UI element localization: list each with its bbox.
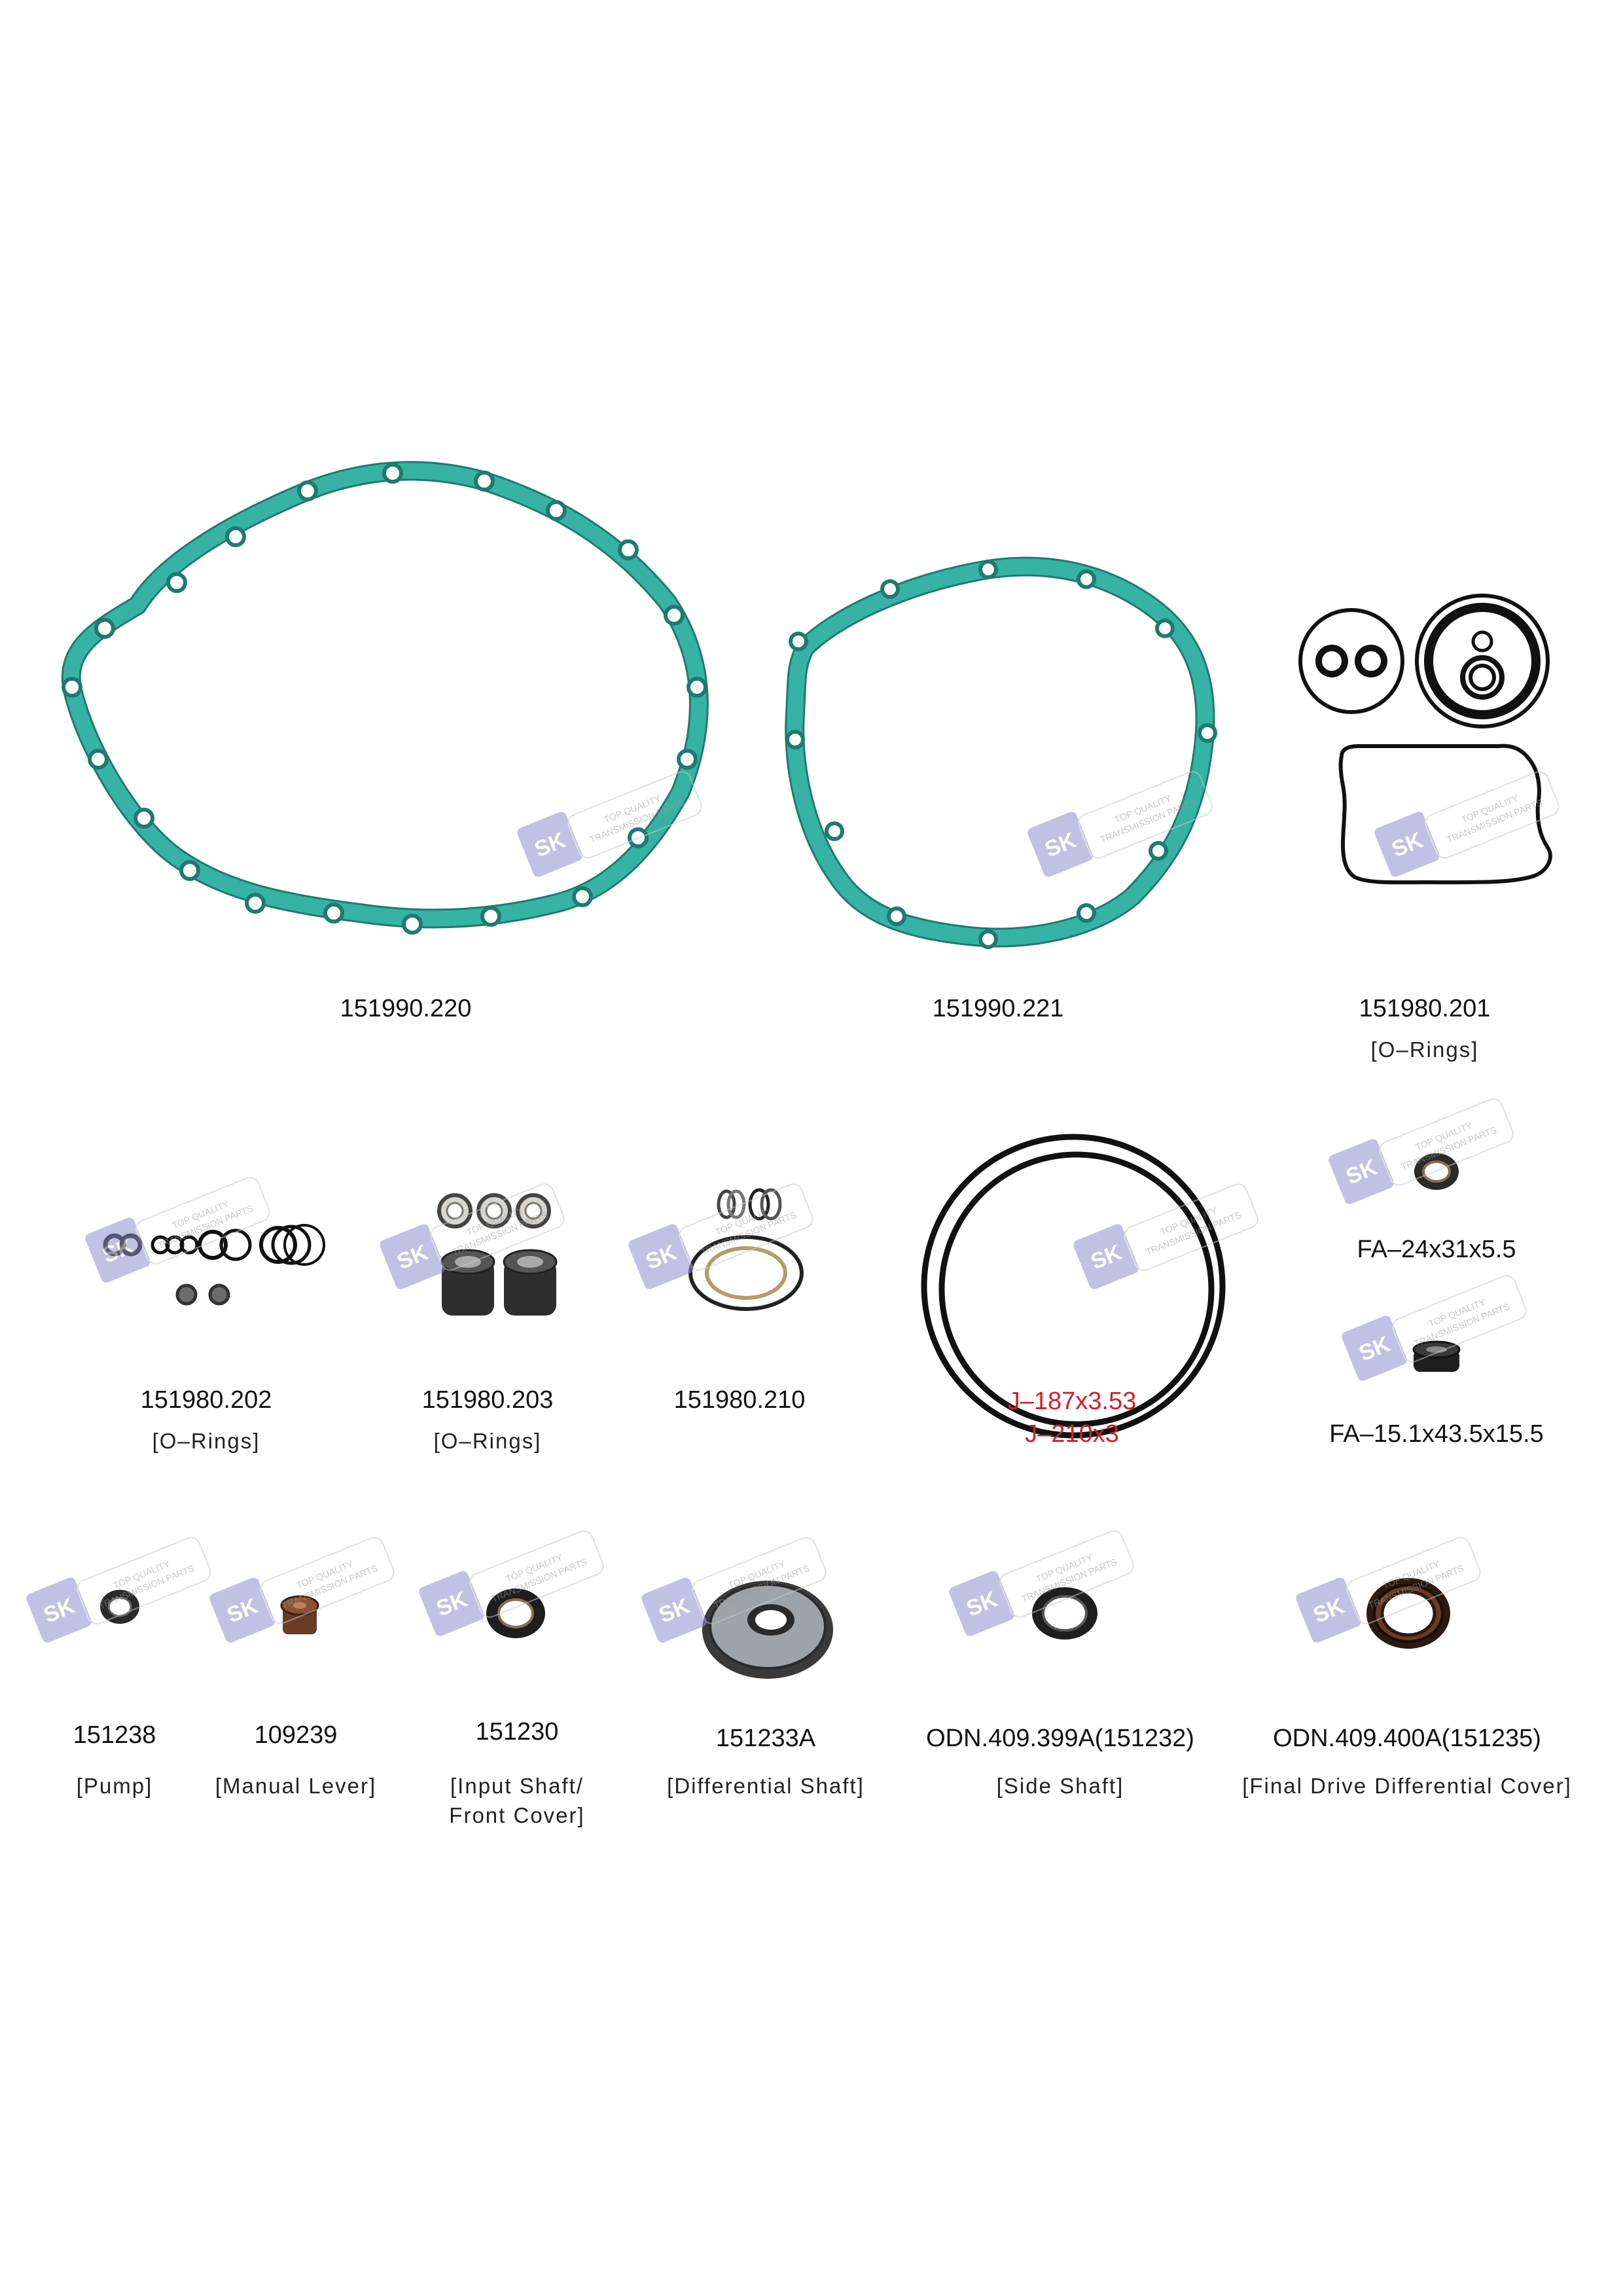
seal-151233a-image [702,1581,833,1679]
orings-151980-210-image [688,1188,804,1311]
gasket-151990-220-image [61,461,709,935]
sk-watermark: SK TOP QUALITY TRANSMISSION PARTS [380,1183,565,1289]
sk-watermark: SK TOP QUALITY TRANSMISSION PARTS [949,1530,1134,1636]
seal-109239-desc: [Manual Lever] [215,1774,377,1798]
orings-151980-203-desc: [O–Rings] [433,1429,542,1453]
sk-watermark: SK TOP QUALITY TRANSMISSION PARTS [1027,771,1213,877]
orings-151980-210-code: 151980.210 [673,1386,806,1414]
seal-fa-15x43-code: FA–15.1x43.5x15.5 [1329,1420,1544,1448]
big-oring-j210-label: J–210x3 [1025,1420,1119,1448]
sk-watermark: SK TOP QUALITY TRANSMISSION PARTS [1329,1098,1514,1204]
big-oring-j187-label: J–187x3.53 [1007,1388,1137,1415]
sk-watermark: SK TOP QUALITY TRANSMISSION PARTS [1296,1537,1481,1643]
seal-fa-24x31-code: FA–24x31x5.5 [1357,1236,1516,1263]
sk-watermark: SK TOP QUALITY TRANSMISSION PARTS [419,1530,604,1636]
big-orings-image [921,1134,1226,1439]
seal-109239-code: 109239 [254,1721,338,1749]
sk-watermark: SK TOP QUALITY TRANSMISSION PARTS [85,1177,270,1283]
gasket-151990-221-code: 151990.221 [932,995,1064,1022]
seal-151235-desc: [Final Drive Differential Cover] [1242,1774,1572,1798]
seal-151232-image [1032,1587,1097,1640]
seal-151238-image [100,1590,139,1624]
seal-fa-24x31-image [1414,1153,1459,1190]
sk-watermark: SK TOP QUALITY TRANSMISSION PARTS [641,1537,827,1643]
sk-watermark: SK TOP QUALITY TRANSMISSION PARTS [1342,1275,1527,1381]
orings-151980-203-image [437,1193,558,1316]
gasket-151990-221-image [785,556,1217,949]
seal-151232-desc: [Side Shaft] [996,1774,1124,1798]
seal-151230-desc: [Input Shaft/ [450,1774,584,1798]
orings-151980-201-code: 151980.201 [1359,995,1491,1022]
sk-watermark: SK TOP QUALITY TRANSMISSION PARTS [1374,771,1560,877]
sk-watermark: SK TOP QUALITY TRANSMISSION PARTS [517,771,702,877]
seal-151233a-desc: [Differential Shaft] [667,1774,865,1798]
sk-watermark: SK TOP QUALITY TRANSMISSION PARTS [26,1537,211,1643]
sk-watermark: SK TOP QUALITY TRANSMISSION PARTS [1073,1183,1258,1289]
seal-151233a-code: 151233A [715,1725,816,1752]
sk-watermark: SK TOP QUALITY TRANSMISSION PARTS [209,1537,395,1643]
orings-151980-203-code: 151980.203 [421,1386,554,1414]
sk-watermark: SK TOP QUALITY TRANSMISSION PARTS [628,1183,813,1289]
orings-151980-201-desc: [O–Rings] [1370,1037,1479,1062]
seal-151235-code: ODN.409.400A(151235) [1273,1725,1541,1752]
seal-151230-code: 151230 [475,1718,559,1746]
seal-151232-code: ODN.409.399A(151232) [926,1725,1194,1752]
seal-151238-code: 151238 [73,1721,156,1749]
orings-151980-201-image [1298,594,1552,885]
gasket-151990-220-code: 151990.220 [340,995,472,1022]
seal-151230-desc-2: Front Cover] [449,1803,585,1827]
orings-151980-202-code: 151980.202 [140,1386,272,1414]
seal-fa-15x43-image [1412,1340,1461,1372]
seal-151238-desc: [Pump] [76,1774,153,1798]
orings-151980-202-desc: [O–Rings] [152,1429,260,1453]
